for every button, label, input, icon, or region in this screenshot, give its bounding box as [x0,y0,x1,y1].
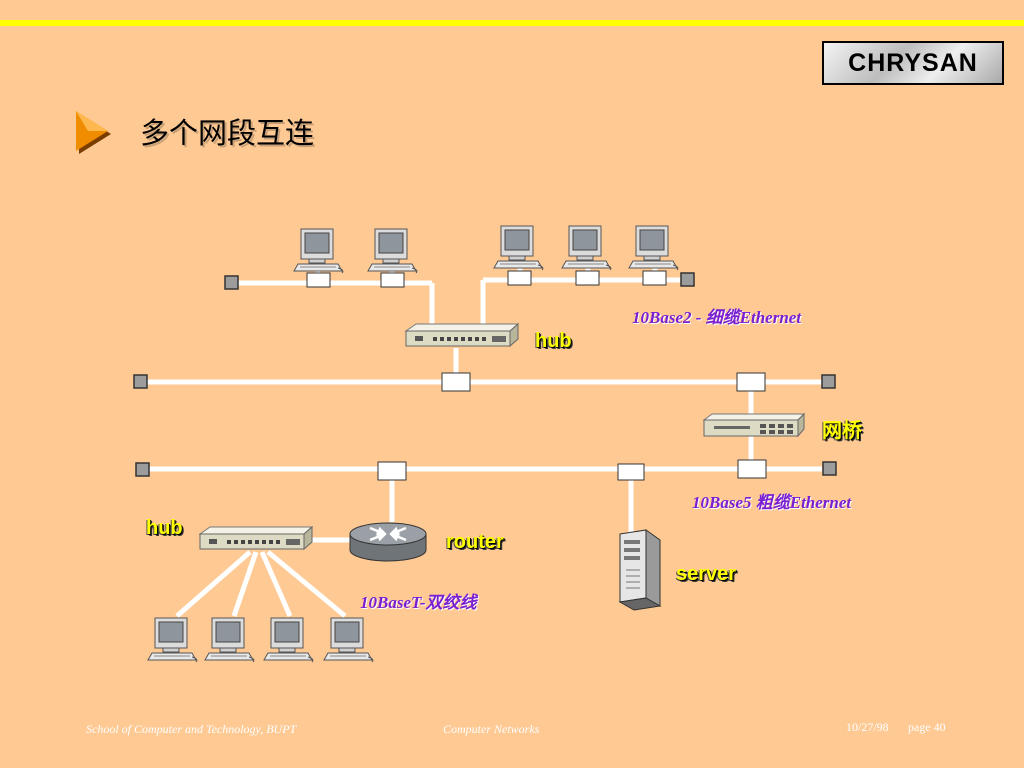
server-label: server [676,563,737,585]
top-accent-bar [0,20,1024,26]
thick-cable-label: 10Base5 粗缆Ethernet [692,493,852,512]
footer-course: Computer Networks [443,722,540,736]
hub-bottom-label: hub [146,517,183,539]
chrysan-logo: CHRYSAN [822,41,1004,85]
footer-school: School of Computer and Technology, BUPT [86,722,297,736]
footer-date: 10/27/98 [846,720,889,734]
page-title: 多个网段互连 [140,116,315,150]
title-bullet-arrow-icon [76,111,111,154]
thin-cable-label: 10Base2 - 细缆Ethernet [632,308,802,327]
hub-top-label: hub [535,330,572,352]
footer-page: page 40 [908,720,946,734]
router-label: router [446,531,504,553]
bridge-label: 网桥 [822,420,862,442]
twisted-pair-label: 10BaseT-双绞线 [360,593,477,612]
